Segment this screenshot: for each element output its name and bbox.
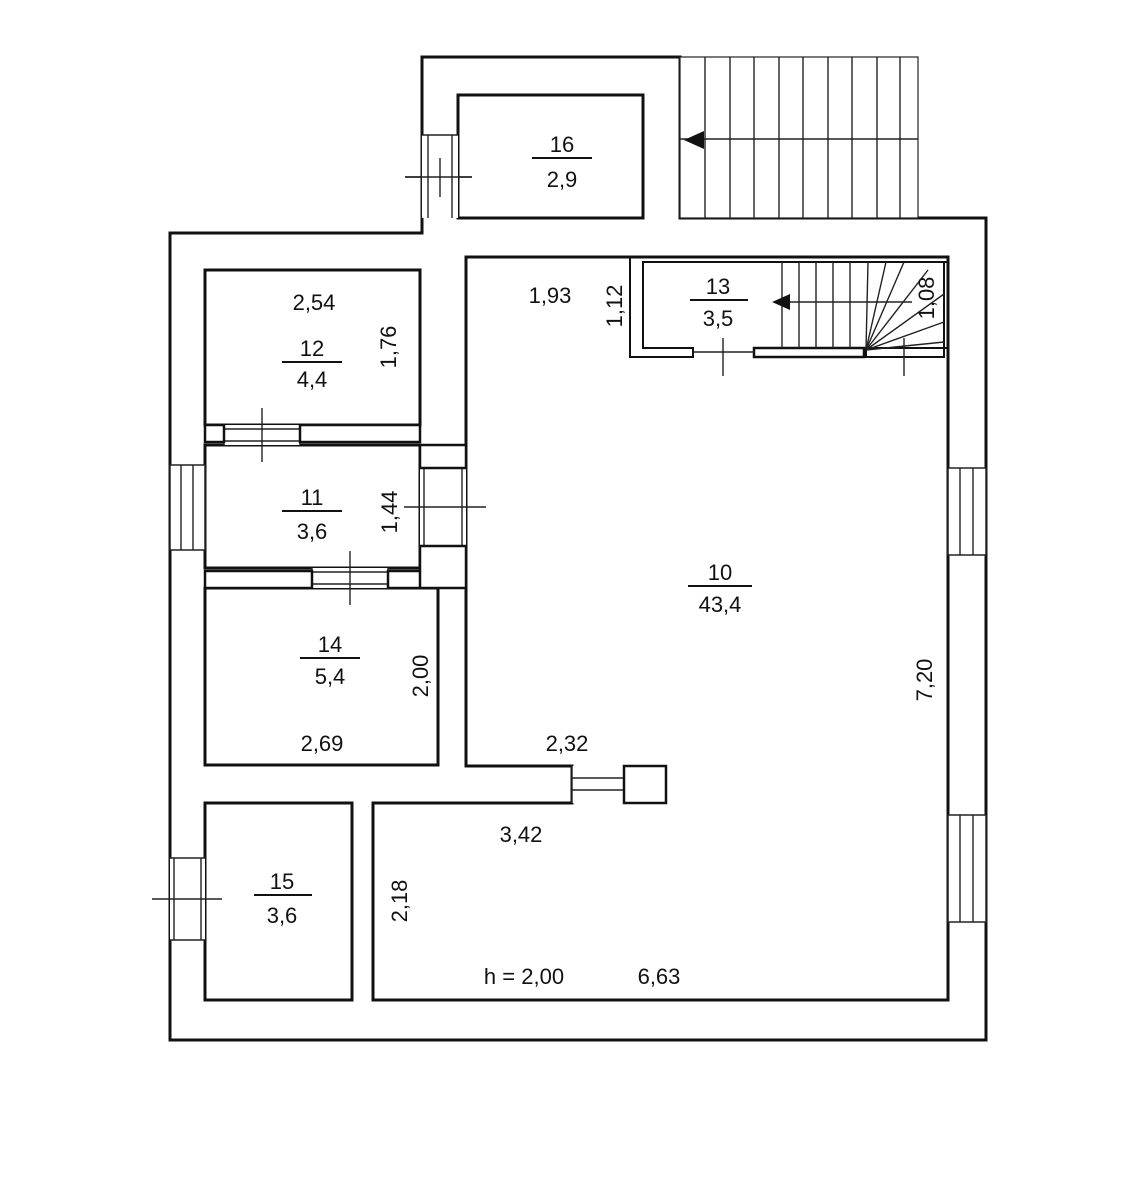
dim-room12-height: 1,76 (376, 326, 401, 369)
internal-stair-treads (774, 261, 945, 351)
internal-stair-arrow (772, 294, 790, 310)
room-area: 3,5 (703, 306, 734, 331)
dim-room13-depth: 1,08 (914, 277, 939, 320)
room-13-outline (629, 257, 949, 358)
room-12-label: 12 4,4 (282, 336, 342, 392)
window-right-upper (947, 467, 987, 556)
door-15 (152, 857, 222, 941)
step-gap (572, 766, 624, 803)
door-11-14-jamb-left (203, 569, 314, 590)
room-number: 14 (318, 632, 342, 657)
door-11-10-jamb-top (418, 443, 468, 470)
room-11-label: 11 3,6 (282, 485, 342, 544)
dim-room10-lower-width: 3,42 (500, 822, 543, 847)
dimensions: 2,54 1,76 1,93 1,12 1,08 1,44 2,00 2,69 … (293, 277, 939, 989)
room-area: 43,4 (699, 592, 742, 617)
window-right-lower (947, 814, 987, 923)
window-left-11 (169, 464, 206, 551)
room-area: 4,4 (297, 367, 328, 392)
dim-room11-height: 1,44 (377, 491, 402, 534)
dim-room10-bottom-width: 6,63 (638, 964, 681, 989)
door-11-10-jamb-bottom (418, 544, 468, 590)
room-area: 5,4 (315, 664, 346, 689)
room-14-label: 14 5,4 (300, 632, 360, 689)
ceiling-height: h = 2,00 (484, 964, 564, 989)
room-number: 13 (706, 274, 730, 299)
dim-room10-top-width: 1,93 (529, 283, 572, 308)
door-12-11-jamb-right (298, 423, 422, 444)
room-16-label: 16 2,9 (532, 132, 592, 192)
room-area: 2,9 (547, 167, 578, 192)
room-number: 11 (301, 485, 324, 510)
door-16-marks (405, 134, 472, 218)
dim-room10-left-height: 2,18 (387, 880, 412, 923)
entrance-stair-arrow (684, 131, 704, 149)
room-15-label: 15 3,6 (254, 869, 312, 928)
room-13-label: 13 3,5 (690, 274, 748, 331)
dim-room10-step: 2,32 (546, 731, 589, 756)
entrance-stairs (679, 56, 919, 219)
room-13-wall-segment (752, 346, 866, 359)
room-number: 16 (550, 132, 574, 157)
room-number: 15 (270, 869, 294, 894)
step-block (622, 764, 668, 805)
room-area: 3,6 (267, 903, 298, 928)
dim-room14-width: 2,69 (301, 731, 344, 756)
dim-room14-height: 2,00 (408, 655, 433, 698)
door-12-11-jamb-left (203, 423, 226, 444)
room-10-label: 10 43,4 (688, 560, 752, 617)
entrance-stair-treads (680, 57, 918, 218)
door-13 (693, 338, 905, 376)
dim-room10-niche: 1,12 (602, 285, 627, 328)
room-number: 10 (708, 560, 732, 585)
dim-room10-height: 7,20 (912, 659, 937, 702)
room-number: 12 (300, 336, 324, 361)
dim-room12-width: 2,54 (293, 290, 336, 315)
room-area: 3,6 (297, 519, 328, 544)
